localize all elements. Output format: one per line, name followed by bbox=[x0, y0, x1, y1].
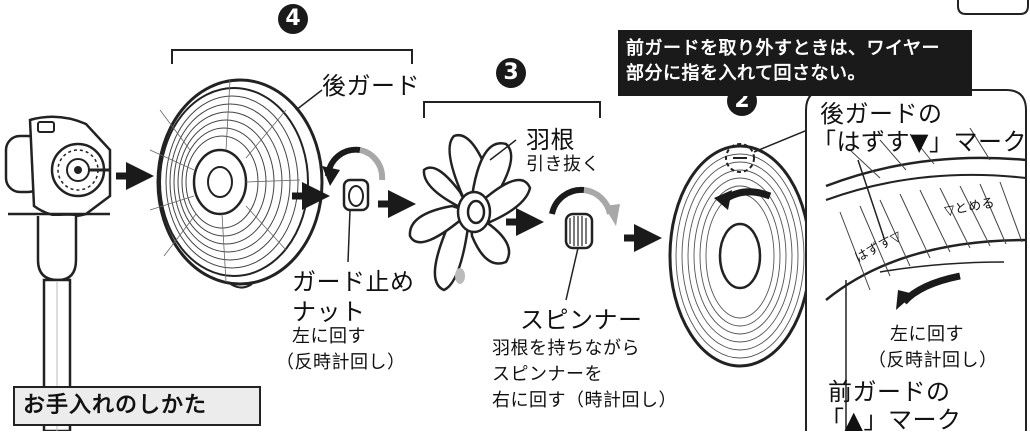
nut-turn-label: 左に回す bbox=[292, 326, 366, 347]
leader-blade bbox=[489, 139, 517, 161]
step-3-badge: 3 bbox=[496, 58, 526, 88]
guard-nut-illustration bbox=[322, 146, 386, 263]
top-box-edge bbox=[957, 0, 1029, 15]
nut-turn-sub-label: （反時計回し） bbox=[276, 352, 406, 373]
turn-left-sub-label: （反時計回し） bbox=[868, 350, 998, 371]
bracket-step3 bbox=[423, 101, 601, 118]
blade-illustration bbox=[408, 133, 532, 292]
section-title: お手入れのしかた bbox=[13, 386, 261, 426]
bracket-step4 bbox=[171, 49, 413, 64]
fan-body-illustration bbox=[4, 115, 112, 431]
rear-mark-label-2: 「はずす▼」マーク bbox=[812, 128, 1027, 156]
nut-label-2: ナット bbox=[292, 298, 366, 326]
rear-guard-label: 後ガード bbox=[322, 72, 420, 100]
rear-mark-label-1: 後ガードの bbox=[820, 100, 943, 128]
spinner-instruction-2: スピンナーを bbox=[492, 364, 603, 385]
warning-line-1: 前ガードを取り外すときは、ワイヤー bbox=[626, 38, 940, 59]
blade-label: 羽根 bbox=[526, 126, 575, 154]
spinner-label: スピンナー bbox=[520, 306, 643, 334]
leader-rear-guard bbox=[295, 89, 323, 111]
turn-left-label: 左に回す bbox=[890, 324, 964, 345]
blade-sub-label: 引き抜く bbox=[526, 154, 600, 175]
spinner-illustration bbox=[549, 186, 620, 301]
spinner-instruction-3: 右に回す（時計回し） bbox=[492, 390, 677, 411]
warning-line-2: 部分に指を入れて回さない。 bbox=[626, 63, 866, 84]
front-mark-label-1: 前ガードの bbox=[828, 378, 951, 406]
zoom-callout bbox=[805, 89, 1027, 431]
front-mark-label-2: 「▲」マーク bbox=[820, 406, 962, 434]
nut-label-1: ガード止め bbox=[292, 268, 415, 296]
front-guard-illustration bbox=[668, 143, 812, 368]
spinner-instruction-1: 羽根を持ちながら bbox=[492, 338, 640, 359]
step-4-badge: 4 bbox=[278, 4, 308, 34]
rear-guard-illustration bbox=[149, 78, 324, 289]
warning-banner: 前ガードを取り外すときは、ワイヤー 部分に指を入れて回さない。 bbox=[618, 30, 972, 96]
